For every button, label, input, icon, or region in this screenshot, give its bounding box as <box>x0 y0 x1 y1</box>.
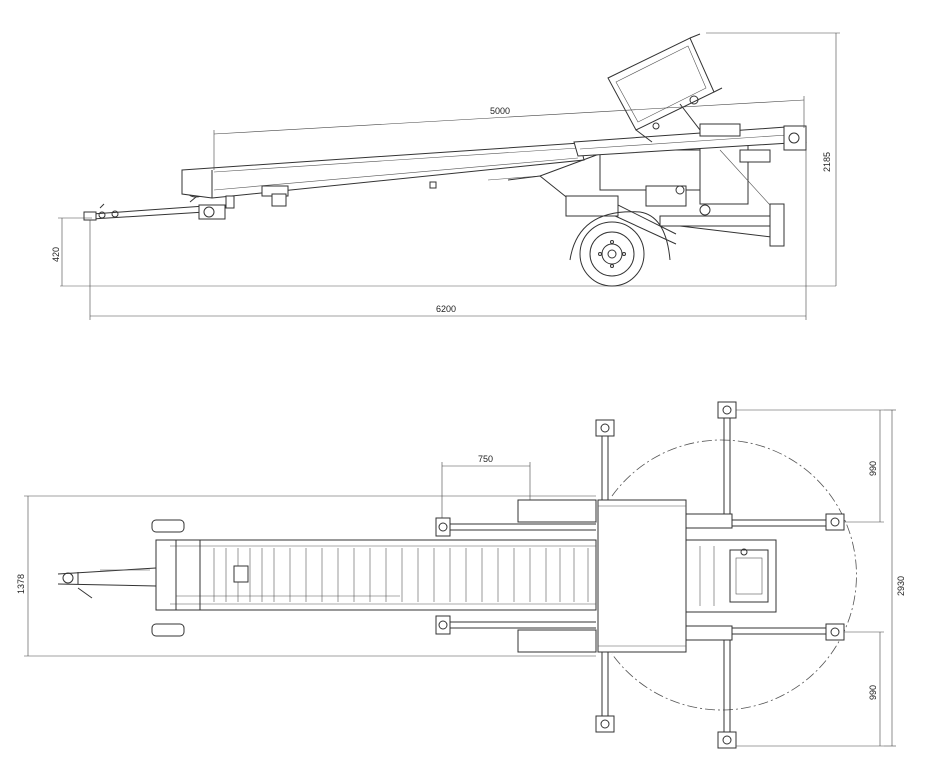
dimension-hitch-height: 420 <box>51 217 92 286</box>
dimension-label-overall-span: 2930 <box>896 576 906 596</box>
tow-hitch-top <box>57 565 171 599</box>
front-jockey-wheel <box>182 170 226 220</box>
dimension-label-upper-reach: 990 <box>868 461 878 476</box>
conveyor-rollers <box>213 548 589 602</box>
front-outriggers <box>435 499 597 653</box>
rear-drive-unit <box>685 539 777 613</box>
dimension-label-total-height: 2185 <box>822 152 832 172</box>
discharge-head <box>573 123 807 157</box>
dimension-total-length: 6200 <box>89 150 807 320</box>
dimension-label-belt-length: 5000 <box>490 106 510 116</box>
dimension-label-total-length: 6200 <box>436 304 456 314</box>
dimension-label-lower-reach: 990 <box>868 685 878 700</box>
dimension-label-outrigger-spacing: 750 <box>478 454 493 464</box>
tow-bar <box>83 203 206 221</box>
dimension-outrigger-spacing: 750 <box>441 454 531 518</box>
top-view: 750 1378 990 2930 990 <box>16 401 906 749</box>
rear-chassis <box>507 139 785 247</box>
slewing-arc <box>611 439 857 711</box>
dimension-total-width: 1378 <box>16 495 596 657</box>
hopper-frame <box>607 33 723 143</box>
rear-outriggers <box>685 401 845 749</box>
side-view: 5000 2185 420 6200 <box>51 32 840 320</box>
conveyor-body-top <box>155 539 597 611</box>
dimension-upper-reach: 990 <box>736 409 884 523</box>
turntable-top <box>597 499 687 653</box>
conveyor-boom <box>181 142 585 209</box>
main-wheel <box>569 211 671 287</box>
dimension-label-hitch-height: 420 <box>51 247 61 262</box>
dimension-total-height: 2185 <box>706 32 840 286</box>
dimension-overall-span: 2930 <box>884 409 906 747</box>
front-wheel-top <box>151 519 185 533</box>
dimension-label-total-width: 1378 <box>16 574 26 594</box>
dimension-lower-reach: 990 <box>736 631 884 747</box>
front-wheel-bottom <box>151 623 185 637</box>
dimension-belt-length: 5000 <box>213 96 805 170</box>
vertical-legs-inner <box>595 419 615 733</box>
